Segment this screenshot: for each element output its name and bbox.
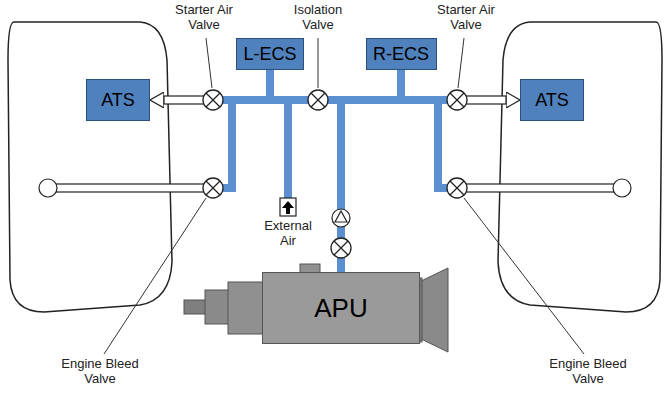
ecs-box: L-ECS [236,38,304,70]
box-label: ATS [101,90,135,111]
box-label: R-ECS [373,44,429,65]
starter-air-shaft [466,96,506,104]
flow-arrow [282,201,294,214]
apu-gearbox [228,282,263,334]
apu-exhaust [419,268,448,352]
ats-box: ATS [520,79,584,121]
callout-label: Starter Air Valve [173,3,235,33]
callout-label: Isolation Valve [286,3,350,33]
bleed-shaft [56,184,204,192]
engine-core [39,179,57,197]
valve-symbols [203,90,467,258]
apu-body: APU [262,272,420,344]
starter-air-shaft [164,96,204,104]
external-air-connector [280,198,296,216]
apu-gearbox [205,290,229,324]
box-label: ATS [535,90,569,111]
callout-label: Engine Bleed Valve [546,357,630,387]
external-air-duct [284,100,292,198]
air-duct [270,70,401,100]
bleed-duct [222,100,232,188]
ats-box: ATS [86,79,150,121]
check-valve-symbol [335,211,347,222]
engine-nacelle [8,22,172,312]
check-valve [332,209,350,227]
apu-shaft [184,300,206,314]
engine-core [613,179,631,197]
ecs-box: R-ECS [366,38,437,70]
bleed-duct [438,100,448,188]
callout-label: Engine Bleed Valve [58,357,142,387]
air-duct [341,70,401,272]
callout-label: Starter Air Valve [435,3,497,33]
box-label: APU [314,293,367,324]
engine-nacelle [498,22,662,312]
bleed-shaft [466,184,614,192]
callout-label: External Air [257,219,319,249]
leader-lines [104,38,584,354]
box-label: L-ECS [243,44,296,65]
